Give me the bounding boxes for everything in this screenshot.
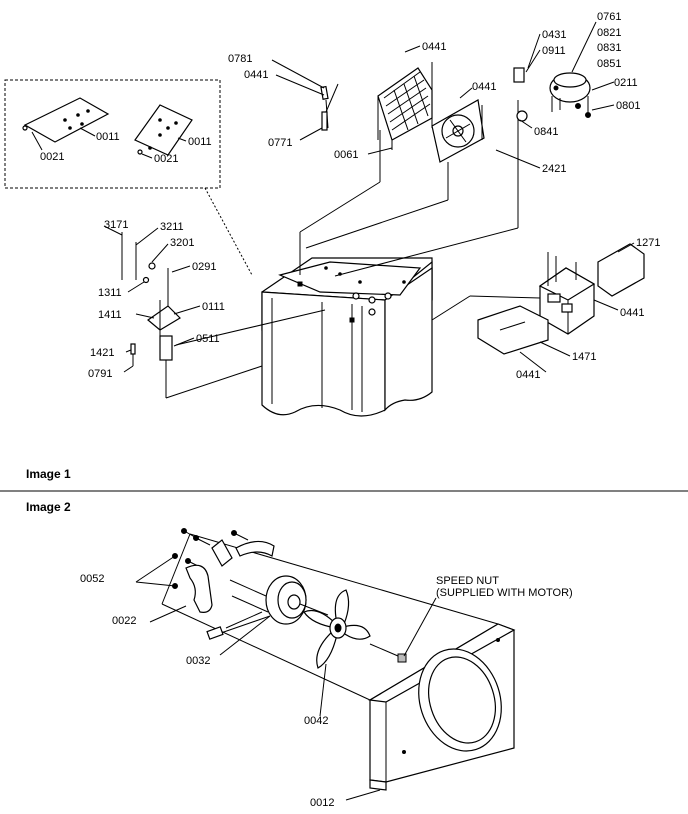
- callout-3211: 3211: [160, 221, 184, 233]
- callout-0781: 0781: [228, 53, 252, 65]
- callout-0441-d: 0441: [620, 307, 644, 319]
- callout-2421: 2421: [542, 163, 566, 175]
- callout-0841: 0841: [534, 126, 558, 138]
- callout-0431: 0431: [542, 29, 566, 41]
- section-title-image1: Image 1: [26, 467, 71, 481]
- cabinet: [261, 257, 433, 417]
- section-title-image2: Image 2: [26, 500, 71, 514]
- callout-0022: 0022: [112, 615, 136, 627]
- callout-0211: 0211: [614, 77, 638, 89]
- control-box: [538, 252, 596, 335]
- speed-nut: [397, 653, 407, 663]
- callout-0831: 0831: [597, 42, 621, 54]
- leader-lines-image1: [103, 21, 635, 373]
- callout-labels-image2: 0052 0022 0032 0042 0012 SPEED NUT (SUPP…: [80, 573, 573, 809]
- callout-3201: 3201: [170, 237, 194, 249]
- condenser-coil: [377, 67, 433, 150]
- callout-1311: 1311: [98, 287, 122, 299]
- callout-1421: 1421: [90, 347, 114, 359]
- callout-1271: 1271: [636, 237, 660, 249]
- callout-0021-b: 0021: [154, 153, 178, 165]
- relay-overload: [513, 67, 528, 122]
- callout-0011-a: 0011: [96, 131, 120, 143]
- note-supplied-with-motor: (SUPPLIED WITH MOTOR): [436, 587, 573, 599]
- callout-0911: 0911: [542, 45, 566, 57]
- compressor: [549, 72, 591, 118]
- callout-0441-b: 0441: [422, 41, 446, 53]
- callout-0851: 0851: [597, 58, 621, 70]
- leader-lines-image2: [135, 555, 437, 801]
- screws: [172, 528, 249, 589]
- fan-shroud-panel: [368, 623, 516, 791]
- callout-0011-b: 0011: [188, 136, 212, 148]
- callout-0761: 0761: [597, 11, 621, 23]
- callout-0801: 0801: [616, 100, 640, 112]
- motor-bracket: [185, 539, 275, 613]
- drain-tube: [320, 83, 339, 131]
- callout-0291: 0291: [192, 261, 216, 273]
- callout-0042: 0042: [304, 715, 328, 727]
- fan-blade: [303, 589, 371, 669]
- callout-0771: 0771: [268, 137, 292, 149]
- callout-0821: 0821: [597, 27, 621, 39]
- callout-0511: 0511: [196, 333, 220, 345]
- fan-shroud: [431, 99, 485, 163]
- callout-0021-a: 0021: [40, 151, 64, 163]
- thermostat-assembly: [121, 232, 326, 399]
- callout-labels-image1: 0761 0821 0831 0851 0211 0801 0431 0911 …: [40, 11, 660, 381]
- callout-0032: 0032: [186, 655, 210, 667]
- callout-0052: 0052: [80, 573, 104, 585]
- callout-1471: 1471: [572, 351, 596, 363]
- callout-0012: 0012: [310, 797, 334, 809]
- callout-3171: 3171: [104, 219, 128, 231]
- callout-0441-e: 0441: [516, 369, 540, 381]
- note-speed-nut: SPEED NUT: [436, 575, 499, 587]
- callout-0111: 0111: [202, 301, 225, 313]
- callout-0441-a: 0441: [244, 69, 268, 81]
- inset-box: [4, 79, 221, 189]
- callout-0441-c: 0441: [472, 81, 496, 93]
- callout-1411: 1411: [98, 309, 122, 321]
- callout-0061: 0061: [334, 149, 358, 161]
- fan-motor: [206, 575, 329, 640]
- callout-0791: 0791: [88, 368, 112, 380]
